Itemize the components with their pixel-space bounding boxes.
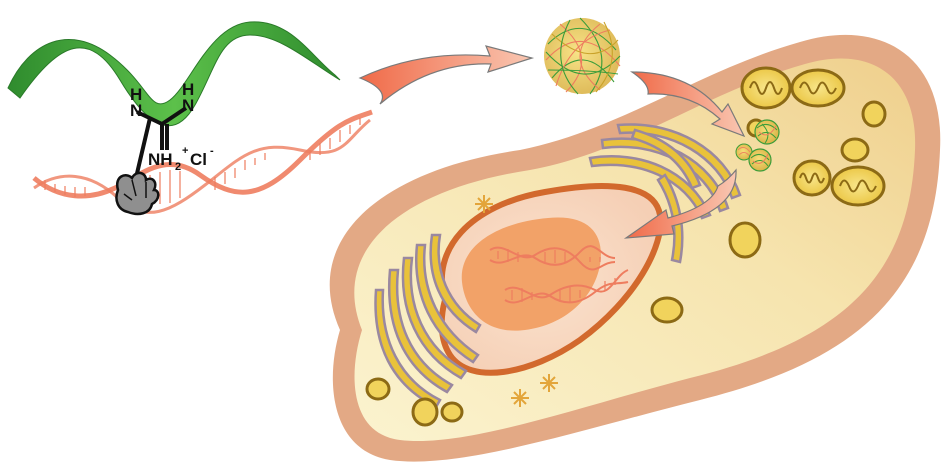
hand-icon	[115, 171, 160, 216]
mitochondrion-4	[830, 165, 886, 207]
golgi-right	[588, 123, 742, 264]
vesicle	[365, 377, 391, 401]
vesicle	[411, 397, 439, 427]
star-3	[540, 374, 558, 392]
internalized-nanoparticles	[735, 119, 780, 172]
chloride-label: Cl	[190, 150, 207, 169]
vesicle	[840, 137, 870, 163]
nh-left-h: H	[130, 85, 142, 104]
centrosomes	[475, 195, 558, 407]
arrow-to-nanoparticle	[358, 45, 535, 105]
nh-right-n: N	[182, 96, 194, 115]
vesicles	[365, 100, 887, 427]
dna-double-helix	[32, 109, 373, 214]
vesicle	[728, 221, 762, 259]
arrow-to-nucleus	[623, 168, 737, 239]
nh2-label: NH	[148, 150, 173, 169]
arrow-to-cell	[630, 71, 746, 138]
nuclear-dna-strand-2	[504, 269, 629, 304]
mitochondria	[740, 66, 886, 207]
star-2	[511, 389, 529, 407]
mitochondrion-1	[740, 66, 792, 110]
nucleus	[438, 182, 664, 376]
vesicle	[440, 401, 464, 423]
mitochondrion-2	[790, 68, 846, 108]
nh-left-n: N	[130, 101, 142, 120]
vesicle	[861, 100, 887, 128]
vesicle	[650, 296, 684, 324]
mitochondrion-3	[792, 159, 832, 197]
nuclear-dna-strand-1	[489, 245, 616, 271]
nh2-sub: 2	[175, 161, 181, 173]
nanoparticle	[544, 17, 621, 95]
polymer-strand	[7, 21, 341, 127]
nh-right-h: H	[182, 80, 194, 99]
guanidinium-group: H N H N NH 2 + Cl -	[130, 80, 214, 183]
plus-sign: +	[182, 145, 188, 157]
minus-sign: -	[210, 145, 214, 157]
cell	[329, 34, 941, 462]
star-1	[475, 195, 493, 213]
